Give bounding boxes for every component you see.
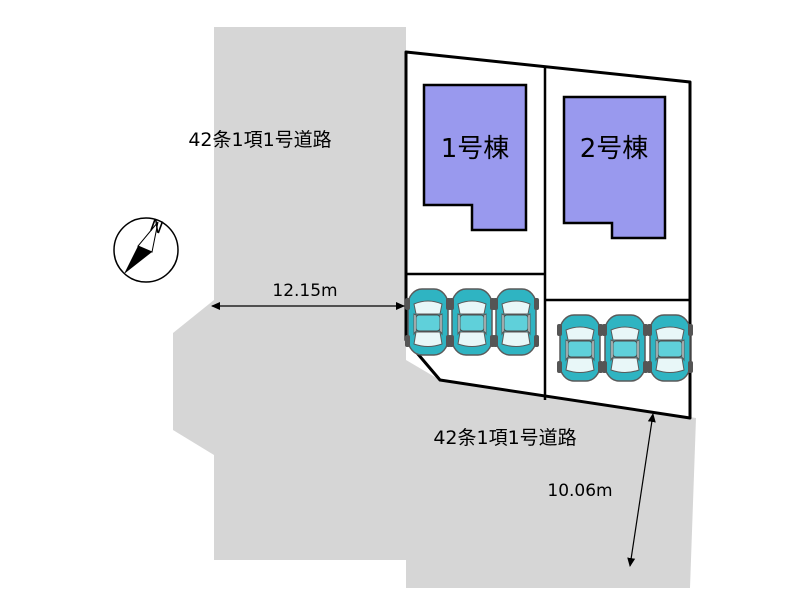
parking-lot-1 <box>404 288 540 356</box>
building-2-label: 2号棟 <box>580 134 649 164</box>
car-icon <box>448 288 496 356</box>
south-road-dimension-label: 10.06m <box>547 481 612 501</box>
building-1 <box>422 83 528 232</box>
west-road-label: 42条1項1号道路 <box>188 129 331 151</box>
car-icon <box>601 314 649 382</box>
compass: N <box>113 215 179 283</box>
car-icon <box>404 288 452 356</box>
south-road <box>406 360 696 588</box>
building-2 <box>562 95 667 240</box>
car-icon <box>492 288 540 356</box>
parking-lot-2 <box>556 314 694 382</box>
west-road <box>173 27 406 560</box>
building-1-label: 1号棟 <box>441 134 510 164</box>
car-icon <box>646 314 694 382</box>
south-road-label: 42条1項1号道路 <box>433 427 576 449</box>
car-icon <box>556 314 604 382</box>
compass-needle-outline <box>137 221 159 253</box>
south-road-dimension-line <box>627 413 656 567</box>
west-road-dimension-label: 12.15m <box>272 281 337 301</box>
